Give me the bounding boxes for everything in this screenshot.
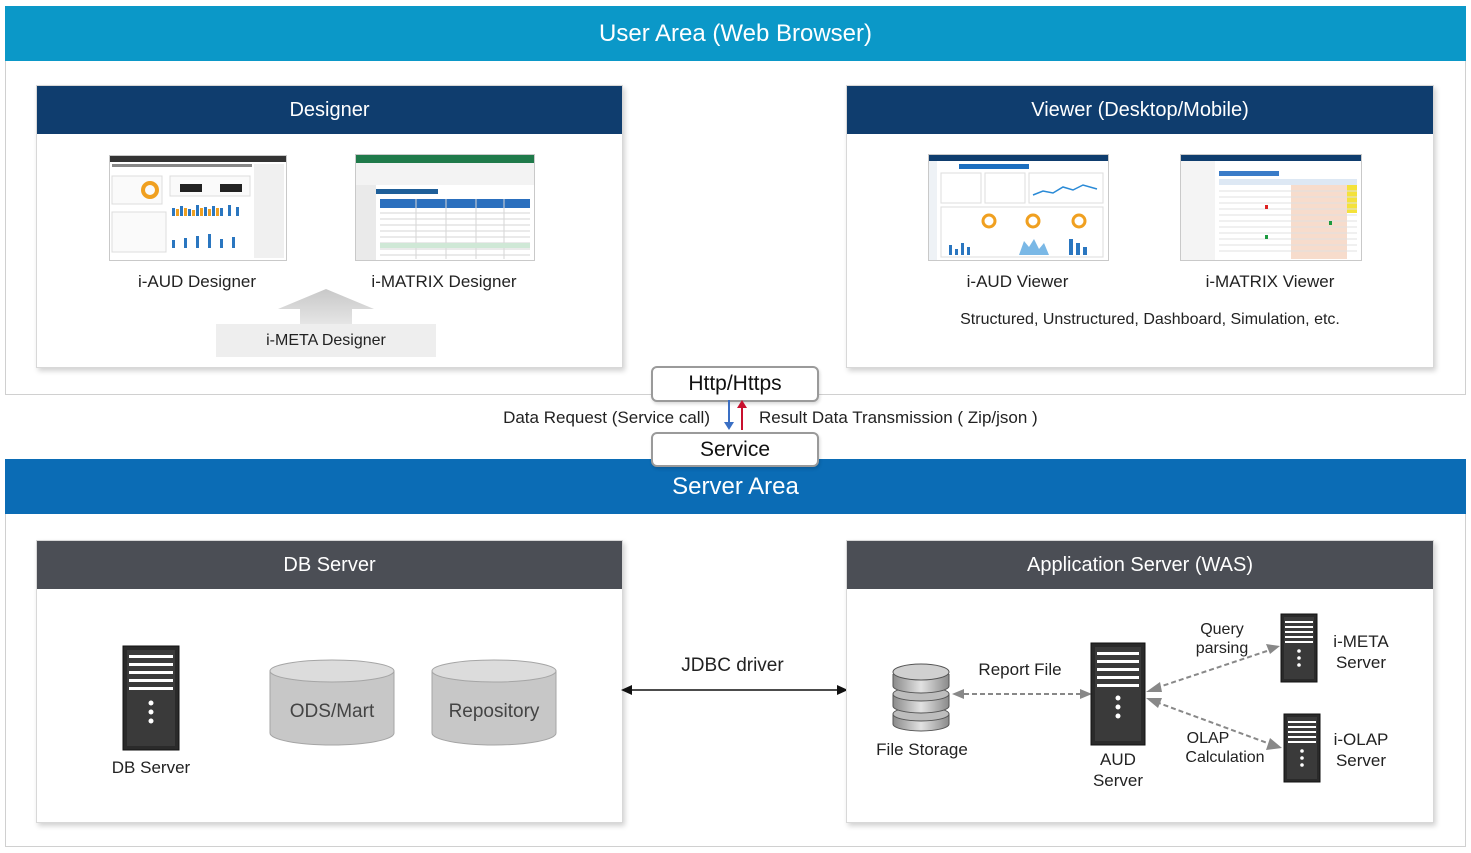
i-olap-server-label-line2: Server [1335,751,1387,770]
i-matrix-designer-screenshot [355,154,535,261]
olap-calculation-label-line1: OLAP [1186,730,1230,747]
i-meta-designer-box: i-META Designer [216,324,436,357]
repository-label: Repository [448,701,540,722]
designer-panel-title: Designer [37,86,622,134]
i-meta-server-label-line2: Server [1335,653,1387,672]
jdbc-driver-label: JDBC driver [681,655,784,676]
i-olap-server-label-line1: i-OLAP [1333,730,1389,749]
file-storage-icon [892,663,950,732]
viewer-panel-title: Viewer (Desktop/Mobile) [847,86,1433,134]
i-matrix-designer-label: i-MATRIX Designer [371,272,517,291]
query-parsing-label-line1: Query [1200,621,1244,638]
aud-server-tower-icon [1090,642,1146,746]
i-matrix-viewer-label: i-MATRIX Viewer [1205,272,1335,291]
i-aud-viewer-screenshot [928,154,1109,261]
request-result-arrows [724,400,747,430]
ods-mart-database-icon [269,659,395,746]
i-aud-designer-label: i-AUD Designer [137,272,257,291]
i-meta-server-tower-icon [1280,613,1318,683]
result-transmission-label: Result Data Transmission ( Zip/json ) [759,408,1038,427]
aud-server-label-line1: AUD [1100,750,1136,769]
data-request-label: Data Request (Service call) [503,408,710,427]
application-server-panel-title: Application Server (WAS) [847,541,1433,589]
db-server-label: DB Server [111,758,191,777]
report-file-arrow [952,689,1092,699]
db-server-panel-title: DB Server [37,541,622,589]
db-server-tower-icon [122,645,180,751]
i-matrix-viewer-screenshot [1180,154,1362,261]
meta-up-arrow-icon [278,289,374,325]
aud-server-label-line2: Server [1092,771,1144,790]
olap-calculation-label-line2: Calculation [1185,749,1265,766]
viewer-content-types: Structured, Unstructured, Dashboard, Sim… [960,311,1340,328]
query-olap-arrows [1146,644,1282,750]
i-aud-designer-screenshot [109,155,287,261]
service-box: Service [651,432,819,467]
report-file-label: Report File [978,660,1062,679]
ods-mart-label: ODS/Mart [289,701,375,722]
server-area-title: Server Area [5,459,1466,514]
file-storage-label: File Storage [876,740,968,759]
i-aud-viewer-label: i-AUD Viewer [966,272,1069,291]
i-meta-server-label-line1: i-META [1333,632,1389,651]
query-parsing-label-line2: parsing [1195,640,1249,657]
http-https-box: Http/Https [651,366,819,402]
user-area-title: User Area (Web Browser) [5,6,1466,61]
jdbc-link-arrow [621,685,848,695]
repository-database-icon [431,659,557,746]
i-olap-server-tower-icon [1283,713,1321,783]
